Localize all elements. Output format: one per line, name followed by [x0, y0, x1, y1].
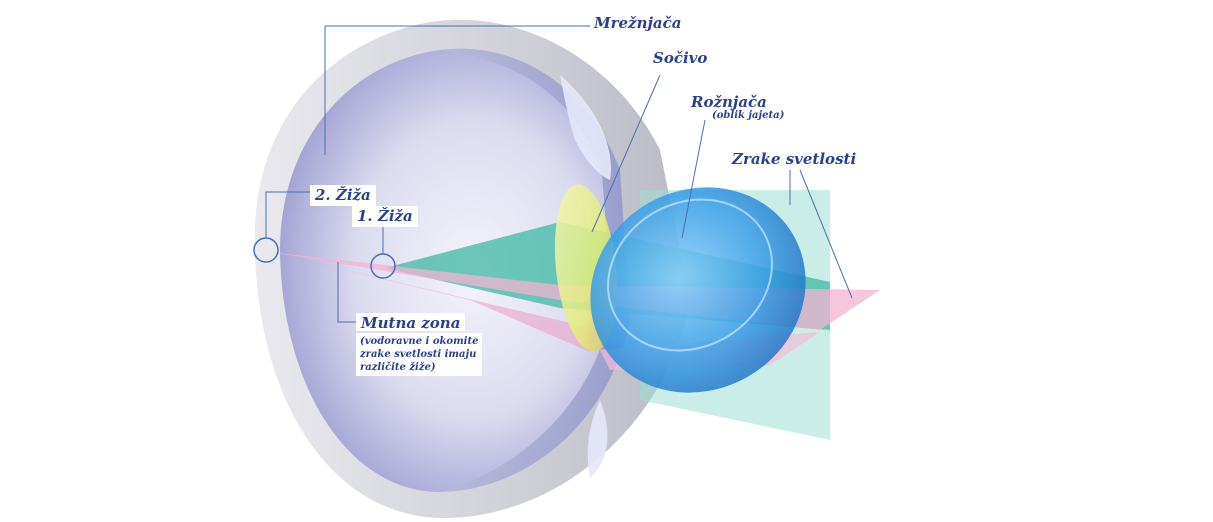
retina-label: Mrežnjača — [594, 16, 681, 31]
blur-note-line-3: različite žiže) — [360, 361, 478, 374]
cornea-label: Rožnjača — [691, 95, 767, 110]
cornea-note: (oblik jajeta) — [712, 111, 784, 121]
focus-2-label: 2. Žiža — [310, 185, 376, 206]
focus-1-label: 1. Žiža — [352, 206, 418, 227]
blur-zone-note: (vodoravne i okomite zrake svetlosti ima… — [356, 333, 482, 376]
lens-label: Sočivo — [653, 51, 707, 66]
blur-note-line-2: zrake svetlosti imaju — [360, 348, 478, 361]
blur-note-line-1: (vodoravne i okomite — [360, 335, 478, 348]
blur-zone-label: Mutna zona — [356, 313, 465, 331]
light-rays-label: Zrake svetlosti — [732, 152, 856, 167]
